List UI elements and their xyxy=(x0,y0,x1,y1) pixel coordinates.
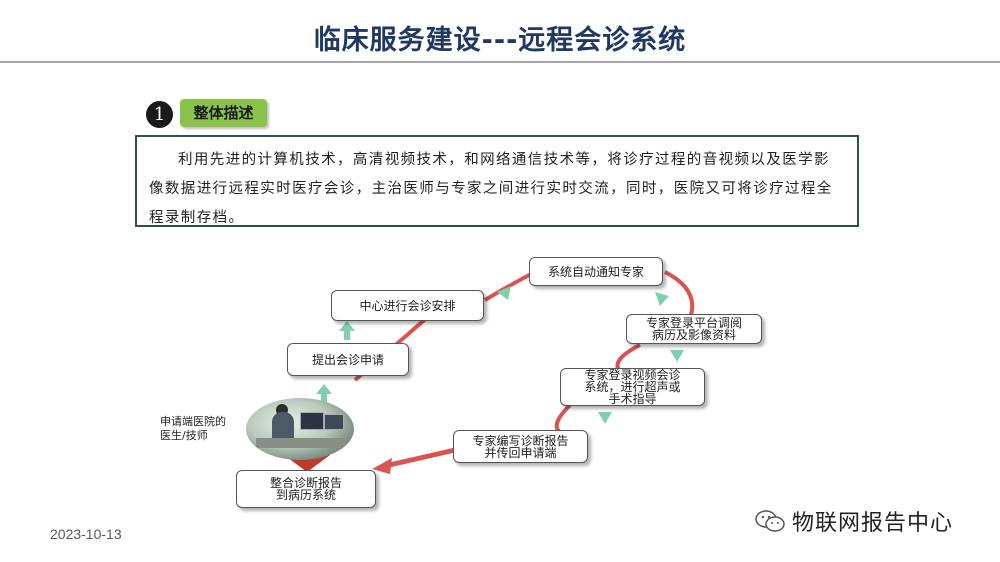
flow-step-7: 整合诊断报告 到病历系统 xyxy=(236,470,376,508)
flow-step-4: 专家登录平台调阅 病历及影像资料 xyxy=(626,314,762,344)
footer-date: 2023-10-13 xyxy=(50,526,122,542)
flow-line xyxy=(554,403,572,434)
section-number-badge: 1 xyxy=(146,101,173,128)
flow-step-5: 专家登录视频会诊 系统，进行超声或 手术指导 xyxy=(560,368,705,406)
flow-step-1: 提出会诊申请 xyxy=(287,343,409,376)
description-text: 利用先进的计算机技术，高清视频技术，和网络通信技术等，将诊疗过程的音视频以及医学… xyxy=(135,135,859,227)
flow-arrowhead xyxy=(372,458,392,474)
green-arrow xyxy=(497,286,511,300)
requester-caption: 申请端医院的 医生/技师 xyxy=(160,415,226,442)
wechat-icon xyxy=(755,510,785,532)
flow-step-2: 中心进行会诊安排 xyxy=(331,290,484,321)
flow-line xyxy=(483,270,536,302)
page-title: 临床服务建设---远程会诊系统 xyxy=(313,25,687,56)
green-arrow xyxy=(655,292,669,306)
flow-line xyxy=(664,270,695,319)
green-arrow xyxy=(316,384,332,404)
green-arrow xyxy=(339,321,355,340)
flow-line xyxy=(384,447,456,469)
green-arrow xyxy=(598,412,612,424)
title-divider xyxy=(0,61,1000,63)
green-arrow xyxy=(670,350,684,362)
doctor-photo xyxy=(246,398,354,460)
section-label: 整体描述 xyxy=(180,99,267,127)
watermark: 物联网报告中心 xyxy=(754,505,953,537)
watermark-text: 物联网报告中心 xyxy=(792,511,954,536)
flow-step-3: 系统自动通知专家 xyxy=(529,257,663,286)
flow-step-6: 专家编写诊断报告 并传回申请端 xyxy=(453,430,588,463)
